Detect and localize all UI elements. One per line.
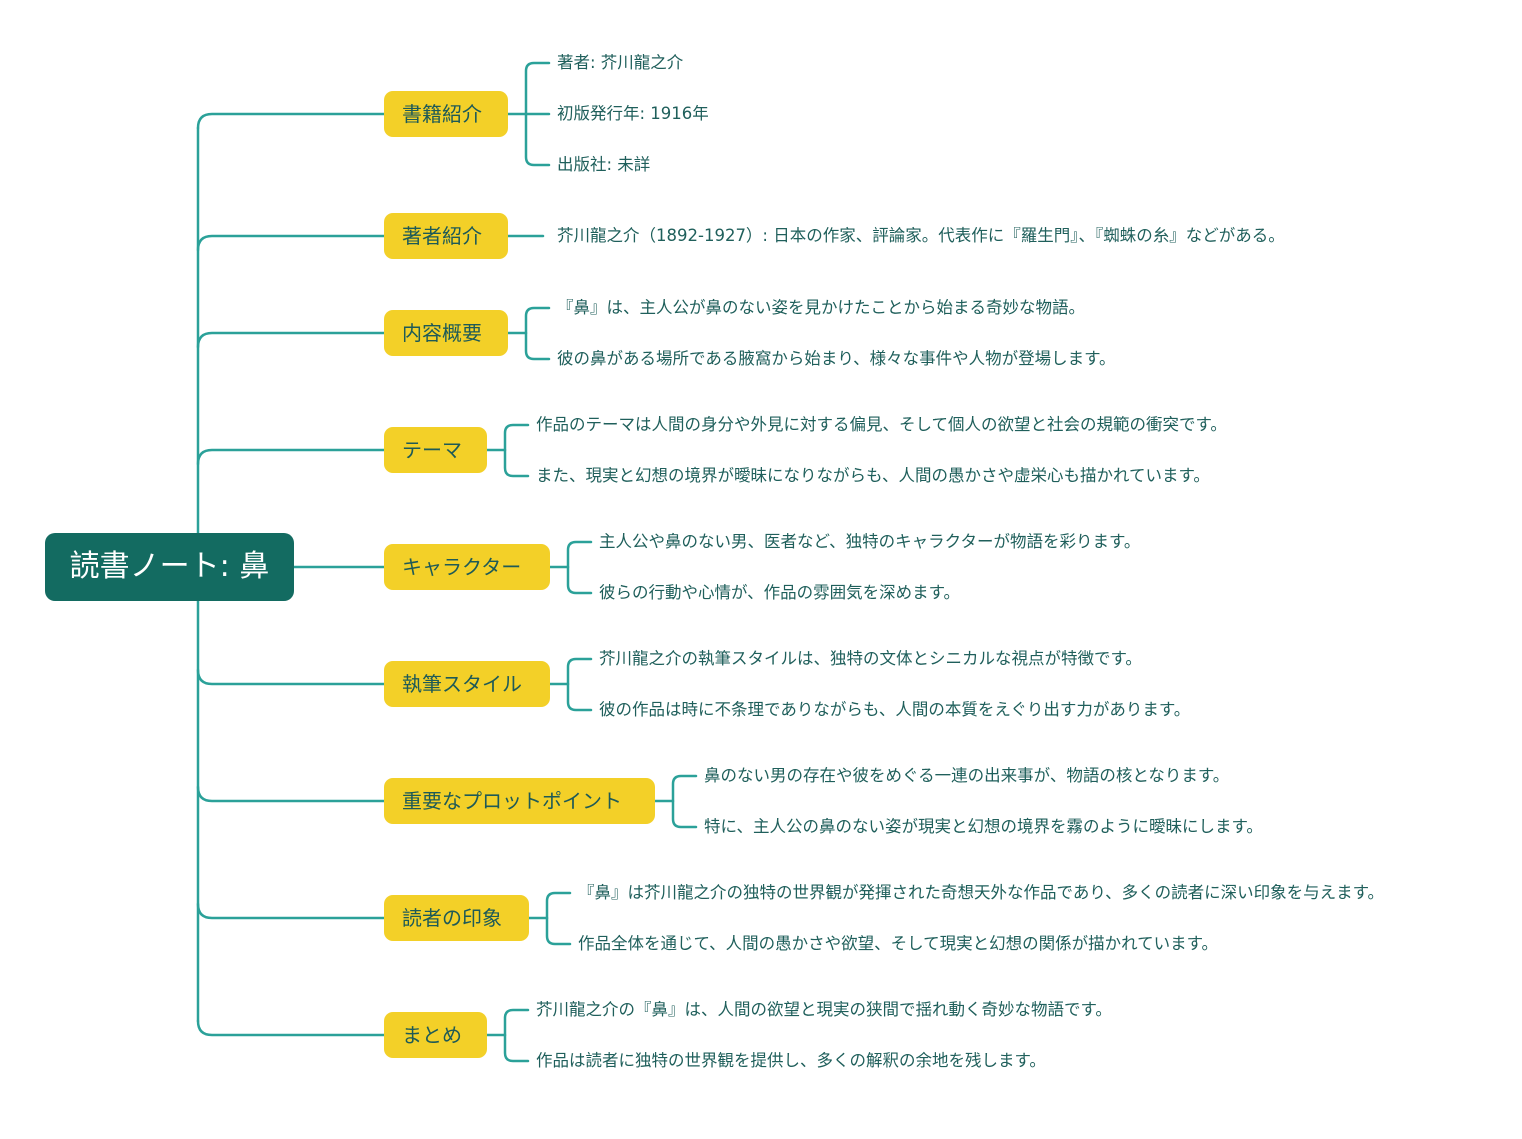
bracket-line xyxy=(503,1008,530,1063)
bracket-line xyxy=(524,61,551,167)
leaf-text[interactable]: また、現実と幻想の境界が曖昧になりながらも、人間の愚かさや虚栄心も描かれています… xyxy=(536,466,1210,485)
leaf-text[interactable]: 彼の作品は時に不条理でありながらも、人間の本質をえぐり出す力があります。 xyxy=(599,700,1191,719)
leaf-text[interactable]: 出版社: 未詳 xyxy=(557,155,651,174)
branch-connector xyxy=(196,112,386,130)
leaf-text[interactable]: 鼻のない男の存在や彼をめぐる一連の出来事が、物語の核となります。 xyxy=(704,766,1230,785)
leaf-text[interactable]: 特に、主人公の鼻のない姿が現実と幻想の境界を霧のように曖昧にします。 xyxy=(704,817,1263,836)
root-node[interactable]: 読書ノート: 鼻 xyxy=(45,533,294,601)
leaf-text[interactable]: 作品全体を通じて、人間の愚かさや欲望、そして現実と幻想の関係が描かれています。 xyxy=(578,934,1219,953)
leaf-text[interactable]: 芥川龍之介の執筆スタイルは、独特の文体とシニカルな視点が特徴です。 xyxy=(599,649,1142,668)
branch-connector xyxy=(196,331,386,349)
branch-connector xyxy=(196,1019,386,1037)
leaf-text[interactable]: 『鼻』は、主人公が鼻のない姿を見かけたことから始まる奇妙な物語。 xyxy=(557,298,1085,317)
branch-author-intro[interactable]: 著者紹介 xyxy=(384,213,508,259)
bracket-line xyxy=(524,306,551,361)
branch-connector xyxy=(196,448,386,466)
bracket-line xyxy=(671,774,698,829)
branch-connector xyxy=(196,234,386,252)
leaf-text[interactable]: 作品は読者に独特の世界観を提供し、多くの解釈の余地を残します。 xyxy=(536,1051,1046,1070)
branch-connector xyxy=(196,785,386,803)
branch-summary[interactable]: 内容概要 xyxy=(384,310,508,356)
branch-characters[interactable]: キャラクター xyxy=(384,544,550,590)
leaf-text[interactable]: 芥川龍之介（1892-1927）: 日本の作家、評論家。代表作に『羅生門』、『蜘… xyxy=(557,226,1285,245)
leaf-text[interactable]: 作品のテーマは人間の身分や外見に対する偏見、そして個人の欲望と社会の規範の衝突で… xyxy=(536,415,1227,434)
bracket-line xyxy=(566,657,593,712)
leaf-text[interactable]: 彼の鼻がある場所である腋窩から始まり、様々な事件や人物が登場します。 xyxy=(557,349,1116,368)
leaf-text[interactable]: 芥川龍之介の『鼻』は、人間の欲望と現実の狭間で揺れ動く奇妙な物語です。 xyxy=(536,1000,1112,1019)
leaf-text[interactable]: 初版発行年: 1916年 xyxy=(557,104,709,123)
bracket-line xyxy=(503,423,530,478)
branch-conclusion[interactable]: まとめ xyxy=(384,1012,487,1058)
leaf-text[interactable]: 著者: 芥川龍之介 xyxy=(557,53,684,72)
bracket-line xyxy=(566,540,593,595)
bracket-line xyxy=(545,891,572,946)
leaf-text[interactable]: 彼らの行動や心情が、作品の雰囲気を深めます。 xyxy=(599,583,961,602)
leaf-text[interactable]: 主人公や鼻のない男、医者など、独特のキャラクターが物語を彩ります。 xyxy=(599,532,1141,551)
leaf-text[interactable]: 『鼻』は芥川龍之介の独特の世界観が発揮された奇想天外な作品であり、多くの読者に深… xyxy=(578,883,1385,902)
branch-book-intro[interactable]: 書籍紹介 xyxy=(384,91,508,137)
branch-theme[interactable]: テーマ xyxy=(384,427,487,473)
branch-writing-style[interactable]: 執筆スタイル xyxy=(384,661,550,707)
branch-connector xyxy=(196,668,386,686)
branch-plot-points[interactable]: 重要なプロットポイント xyxy=(384,778,655,824)
branch-reader-impression[interactable]: 読者の印象 xyxy=(384,895,529,941)
branch-connector xyxy=(196,902,386,920)
